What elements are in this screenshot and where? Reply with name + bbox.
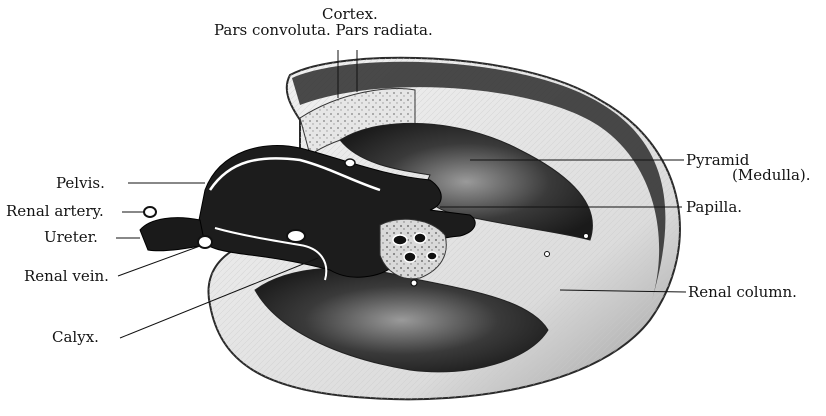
renal-artery-stump — [144, 207, 156, 217]
label-pelvis: Pelvis. — [56, 175, 105, 192]
label-renal-column: Renal column. — [688, 284, 797, 301]
label-calyx: Calyx. — [52, 329, 99, 346]
label-pars: Pars convoluta. Pars radiata. — [214, 22, 433, 39]
renal-vein-stump — [198, 236, 212, 248]
label-renal-vein: Renal vein. — [24, 268, 109, 285]
label-renal-artery: Renal artery. — [6, 203, 104, 220]
label-medulla: (Medulla). — [732, 167, 811, 184]
label-papilla: Papilla. — [686, 199, 742, 216]
label-ureter: Ureter. — [44, 229, 98, 246]
ureter — [140, 218, 205, 251]
